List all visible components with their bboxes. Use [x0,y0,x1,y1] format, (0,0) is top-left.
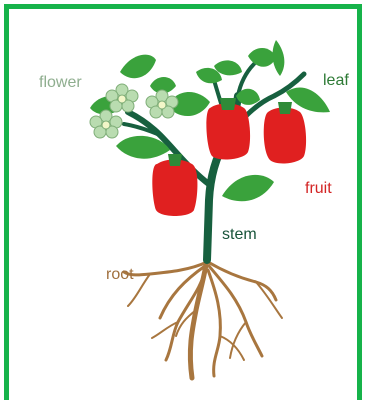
roots [124,258,282,378]
label-flower: flower [39,74,82,92]
label-stem: stem [222,226,257,244]
flowers [90,84,178,138]
label-fruit: fruit [305,180,332,198]
label-root: root [106,266,134,284]
label-leaf: leaf [323,72,349,90]
